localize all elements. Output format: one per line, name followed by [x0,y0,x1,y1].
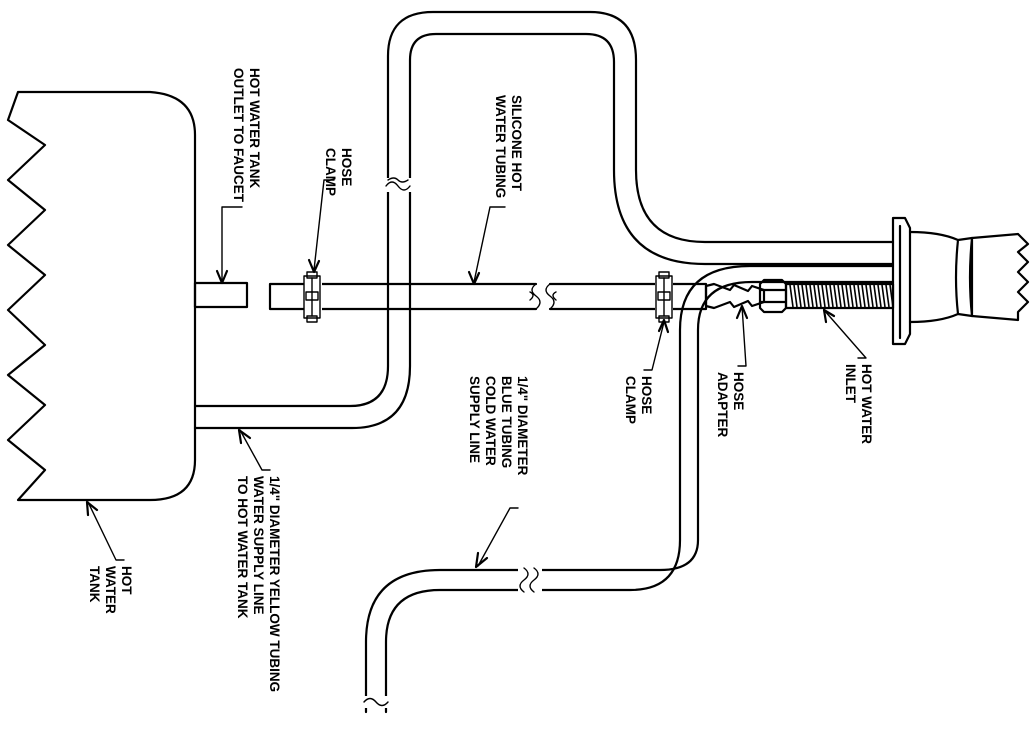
blue-tubing [384,264,895,714]
label-line: HOSE [731,372,746,410]
thread-line [849,284,854,308]
leader-lines [85,179,867,569]
label-line: COLD WATER [483,376,498,466]
thread-line [809,284,814,308]
label-hot-water-tank: HOT WATER TANK [87,566,134,614]
label-line: WATER TUBING [493,95,508,198]
svg-text:1/4" DIAMETER YELLOW TUBING: 1/4" DIAMETER YELLOW TUBING [267,476,282,692]
faucet-stem [970,232,1030,322]
svg-text:CLAMP: CLAMP [323,148,338,196]
label-hot-water-tank-outlet: HOT WATER TANK OUTLET TO FAUCET [231,68,262,203]
thread-line [817,284,822,308]
thread-line [857,284,862,308]
silicone-tubing-break-left [529,283,541,310]
label-yellow-tubing: 1/4" DIAMETER YELLOW TUBING WATER SUPPLY… [235,476,282,692]
svg-text:HOSE: HOSE [339,148,354,186]
thread-line [841,284,846,308]
thread-line [793,284,798,308]
svg-text:BLUE TUBING: BLUE TUBING [499,376,514,468]
thread-line [813,284,818,308]
label-hot-water-inlet: HOT WATER INLET [843,364,874,444]
svg-text:COLD WATER: COLD WATER [483,376,498,466]
thread-line [821,284,826,308]
label-hose-clamp-left: HOSE CLAMP [323,148,354,196]
thread-line [885,284,890,308]
thread-line [805,284,810,308]
label-blue-tubing: 1/4" DIAMETER BLUE TUBING COLD WATER SUP… [467,376,530,476]
tank-outlet-stub [193,281,249,309]
yellow-tubing-inner [193,32,895,430]
inlet-threads [789,284,894,308]
faucet-body [908,230,974,324]
thread-line [801,284,806,308]
thread-line [789,284,794,308]
label-line: TANK [87,566,102,603]
label-line: WATER SUPPLY LINE [251,476,266,615]
label-line: HOT WATER TANK [247,68,262,188]
thread-line [797,284,802,308]
hex-nut [758,278,788,314]
svg-text:WATER TUBING: WATER TUBING [493,95,508,198]
thread-line [837,284,842,308]
thread-line [833,284,838,308]
thread-line [829,284,834,308]
svg-text:INLET: INLET [843,364,858,404]
svg-text:1/4" DIAMETER: 1/4" DIAMETER [515,376,530,476]
break-symbols [362,177,542,708]
svg-text:TO HOT WATER TANK: TO HOT WATER TANK [235,476,250,619]
thread-line [865,284,870,308]
blue-tubing-inner [364,280,895,714]
label-silicone-tubing: SILICONE HOT WATER TUBING [493,95,524,198]
thread-line [869,284,874,308]
label-line: BLUE TUBING [499,376,514,468]
silicone-tubing-break-right [545,283,557,310]
label-line: SUPPLY LINE [467,376,482,463]
label-line: ADAPTER [715,372,730,438]
svg-text:HOSE: HOSE [639,376,654,414]
label-line: SILICONE HOT [509,95,524,192]
label-line: HOSE [339,148,354,186]
hose-clamp-right-graphic [655,271,673,323]
thread-line [861,284,866,308]
label-line: 1/4" DIAMETER YELLOW TUBING [267,476,282,692]
yellow-tubing [193,10,895,408]
thread-line [881,284,886,308]
svg-text:CLAMP: CLAMP [623,376,638,424]
label-line: HOSE [639,376,654,414]
svg-text:HOT: HOT [119,566,134,595]
label-hose-adapter: HOSE ADAPTER [715,372,746,438]
label-line: TO HOT WATER TANK [235,476,250,619]
svg-text:ADAPTER: ADAPTER [715,372,730,438]
svg-text:HOSE: HOSE [731,372,746,410]
label-line: 1/4" DIAMETER [515,376,530,476]
label-line: HOT WATER [859,364,874,444]
svg-text:TANK: TANK [87,566,102,603]
label-line: CLAMP [323,148,338,196]
label-line: HOT [119,566,134,595]
thread-line [873,284,878,308]
thread-line [845,284,850,308]
thread-line [877,284,882,308]
thread-line [853,284,858,308]
thread-line [825,284,830,308]
faucet-flange [891,216,912,346]
svg-text:HOT WATER: HOT WATER [859,364,874,444]
label-line: CLAMP [623,376,638,424]
svg-text:SUPPLY LINE: SUPPLY LINE [467,376,482,463]
hose-adapter [704,282,766,310]
svg-text:WATER SUPPLY LINE: WATER SUPPLY LINE [251,476,266,615]
svg-text:WATER: WATER [103,566,118,614]
svg-text:HOT WATER TANK: HOT WATER TANK [247,68,262,188]
label-hose-clamp-right: HOSE CLAMP [623,376,654,424]
hose-clamp-left-graphic [303,271,322,323]
label-line: INLET [843,364,858,404]
svg-text:SILICONE HOT: SILICONE HOT [509,95,524,192]
label-line: OUTLET TO FAUCET [231,68,246,203]
svg-text:OUTLET TO FAUCET: OUTLET TO FAUCET [231,68,246,203]
hot-water-tank [6,90,197,502]
label-line: WATER [103,566,118,614]
